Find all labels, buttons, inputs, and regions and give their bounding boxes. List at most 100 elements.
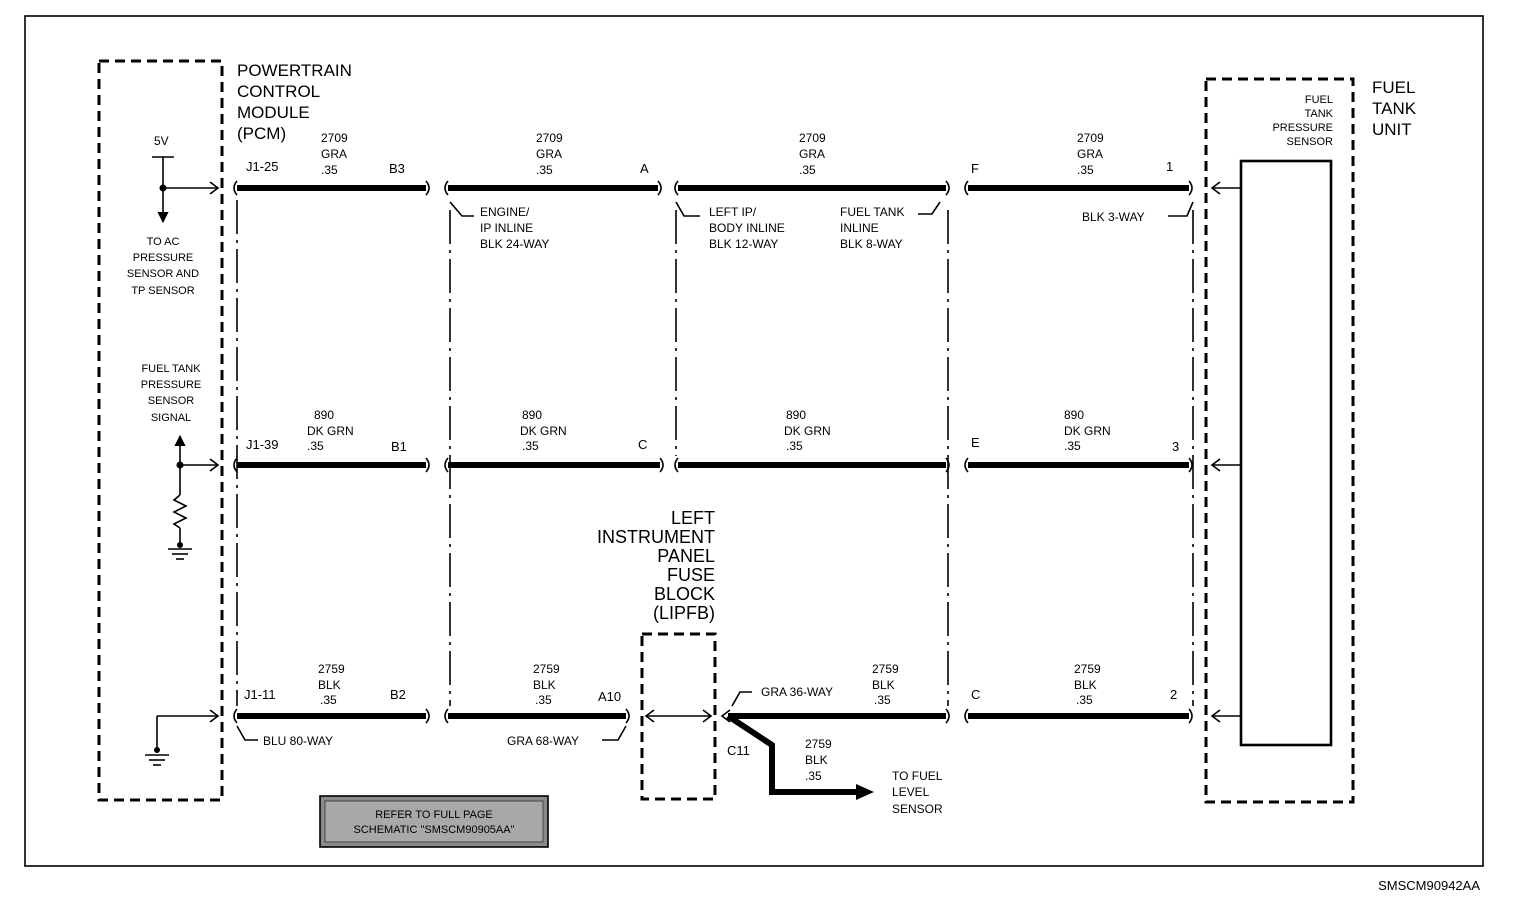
wire-color: BLK xyxy=(872,678,895,692)
wire-gauge: .35 xyxy=(522,439,539,453)
sensor-label-line: FUEL xyxy=(1305,94,1333,106)
pin-label: 3 xyxy=(1172,439,1179,454)
wire-color: DK GRN xyxy=(520,424,567,438)
pcm-title: POWERTRAIN CONTROL MODULE (PCM) xyxy=(237,61,352,143)
pcm-signal-circuit xyxy=(168,434,220,560)
fuel-level-sensor-label: TO FUEL LEVEL SENSOR xyxy=(892,769,943,816)
wire-color: BLK xyxy=(533,678,556,692)
connector-label-line: BLK 12-WAY xyxy=(709,237,778,251)
sensor-label-line: SENSOR xyxy=(1287,136,1334,148)
lipfb-title-line: FUSE xyxy=(667,565,715,585)
wire-gauge: .35 xyxy=(535,693,552,707)
wire-gauge: .35 xyxy=(307,439,324,453)
pin-label: J1-39 xyxy=(246,437,279,452)
wire-color: BLK xyxy=(805,753,828,767)
fuel-tank-pressure-sensor-label: FUEL TANK PRESSURE SENSOR xyxy=(1272,94,1333,148)
pin-label: E xyxy=(971,435,980,450)
pcm-title-line: CONTROL xyxy=(237,82,320,101)
connector-label-line: ENGINE/ xyxy=(480,205,530,219)
wire-gauge: .35 xyxy=(786,439,803,453)
sensor-terminals xyxy=(1210,181,1241,723)
circuit-890 xyxy=(233,457,1193,473)
wire-num: 890 xyxy=(522,408,542,422)
sensor-label-line: PRESSURE xyxy=(1272,122,1333,134)
pin-label: 1 xyxy=(1166,159,1173,174)
wire-gauge: .35 xyxy=(536,163,553,177)
signal-label-line: SIGNAL xyxy=(151,412,191,424)
wire-num: 2759 xyxy=(318,662,345,676)
wire-labels-890: 890 DK GRN .35 890 DK GRN .35 890 DK GRN… xyxy=(307,408,1111,453)
wire-color: BLK xyxy=(1074,678,1097,692)
pin-label: B2 xyxy=(390,687,406,702)
ac-label-line: SENSOR AND xyxy=(127,268,199,280)
wire-gauge: .35 xyxy=(805,769,822,783)
pcm-5v-circuit: 5V xyxy=(152,134,220,224)
lipfb-title-line: INSTRUMENT xyxy=(597,527,715,547)
signal-label: FUEL TANK PRESSURE SENSOR SIGNAL xyxy=(141,363,202,424)
gra-68way-label: GRA 68-WAY xyxy=(507,734,579,748)
ftu-title-line: UNIT xyxy=(1372,120,1412,139)
wire-gauge: .35 xyxy=(799,163,816,177)
ac-pressure-label: TO AC PRESSURE SENSOR AND TP SENSOR xyxy=(127,236,199,297)
wire-color: DK GRN xyxy=(307,424,354,438)
refer-box: REFER TO FULL PAGE SCHEMATIC "SMSCM90905… xyxy=(319,795,549,848)
wire-color: DK GRN xyxy=(784,424,831,438)
circuit-2709 xyxy=(233,180,1193,196)
splice-wire-label: 2759 BLK .35 xyxy=(805,737,832,783)
refer-box-line: SCHEMATIC "SMSCM90905AA" xyxy=(353,824,514,836)
lipfb-internal-link xyxy=(644,709,713,723)
wire-gauge: .35 xyxy=(1064,439,1081,453)
connector-label-line: BLK 8-WAY xyxy=(840,237,903,251)
lipfb-title-line: PANEL xyxy=(657,546,715,566)
ac-label-line: TO AC xyxy=(147,236,180,248)
pin-label: A10 xyxy=(598,689,621,704)
dest-label-line: LEVEL xyxy=(892,785,930,799)
pin-label: J1-11 xyxy=(244,687,276,702)
pcm-title-line: MODULE xyxy=(237,103,310,122)
fuel-tank-inline-label: FUEL TANK INLINE BLK 8-WAY xyxy=(840,205,904,251)
pin-label: C xyxy=(638,437,647,452)
connector-brackets-bottom xyxy=(236,691,752,741)
wire-color: DK GRN xyxy=(1064,424,1111,438)
wire-num: 890 xyxy=(314,408,334,422)
wire-num: 890 xyxy=(786,408,806,422)
wire-gauge: .35 xyxy=(321,163,338,177)
diagram-border xyxy=(24,15,1484,867)
connector-label-line: LEFT IP/ xyxy=(709,205,757,219)
connector-label-line: FUEL TANK xyxy=(840,205,904,219)
pcm-ground-circuit xyxy=(145,709,220,766)
connector-label-line: INLINE xyxy=(840,221,879,235)
wire-num: 890 xyxy=(1064,408,1084,422)
ac-label-line: TP SENSOR xyxy=(131,285,194,297)
pin-label: B1 xyxy=(391,439,407,454)
5v-label: 5V xyxy=(154,134,169,148)
pin-label: A xyxy=(640,161,649,176)
ftu-title-line: FUEL xyxy=(1372,78,1415,97)
wire-gauge: .35 xyxy=(1077,163,1094,177)
splice-pin-label: C11 xyxy=(727,743,750,758)
pin-label: C xyxy=(971,687,980,702)
dest-label-line: SENSOR xyxy=(892,802,943,816)
pcm-title-line: (PCM) xyxy=(237,124,286,143)
pin-label: B3 xyxy=(389,161,405,176)
connector-label-line: BLK 24-WAY xyxy=(480,237,549,251)
wire-num: 2709 xyxy=(1077,131,1104,145)
wire-num: 2709 xyxy=(799,131,826,145)
wire-color: GRA xyxy=(321,147,347,161)
signal-label-line: PRESSURE xyxy=(141,379,202,391)
wire-color: GRA xyxy=(799,147,825,161)
wire-labels-2759: 2759 BLK .35 2759 BLK .35 2759 BLK .35 2… xyxy=(318,662,1101,707)
wire-gauge: .35 xyxy=(874,693,891,707)
connector-boundaries xyxy=(236,200,1194,706)
refer-box-line: REFER TO FULL PAGE xyxy=(375,809,493,821)
wire-num: 2709 xyxy=(536,131,563,145)
blu-80way-label: BLU 80-WAY xyxy=(263,734,333,748)
lipfb-title-line: BLOCK xyxy=(654,584,715,604)
wire-color: GRA xyxy=(536,147,562,161)
connector-brackets-top xyxy=(449,201,1194,217)
sensor-label-line: TANK xyxy=(1304,108,1333,120)
left-ip-body-inline-label: LEFT IP/ BODY INLINE BLK 12-WAY xyxy=(709,205,785,251)
connector-label-line: IP INLINE xyxy=(480,221,533,235)
wire-num: 2759 xyxy=(533,662,560,676)
gra-36way-label: GRA 36-WAY xyxy=(761,685,833,699)
